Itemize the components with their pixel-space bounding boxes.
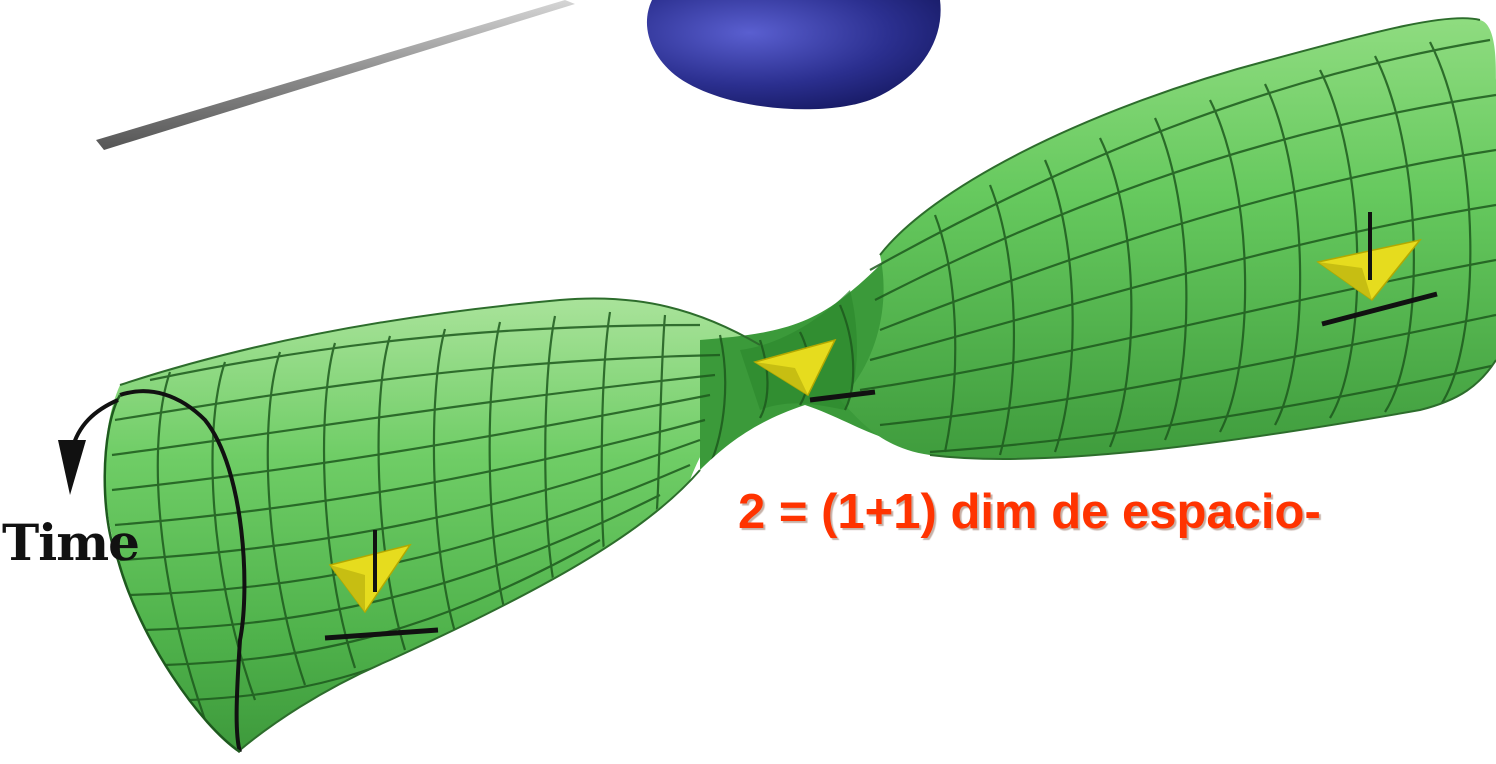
dimension-caption: 2 = (1+1) dim de espacio- [738, 485, 1321, 539]
yellow-cone-neck [753, 338, 876, 403]
tube-rim [119, 389, 247, 753]
yellow-cone-left [324, 530, 439, 641]
string-rod [96, 0, 575, 150]
tube-grid [111, 38, 1496, 721]
yellow-cone-right [1316, 212, 1438, 327]
curved-arrow-down-icon [58, 398, 119, 495]
blue-sphere [646, 0, 941, 110]
time-axis-label: Time [2, 513, 140, 572]
